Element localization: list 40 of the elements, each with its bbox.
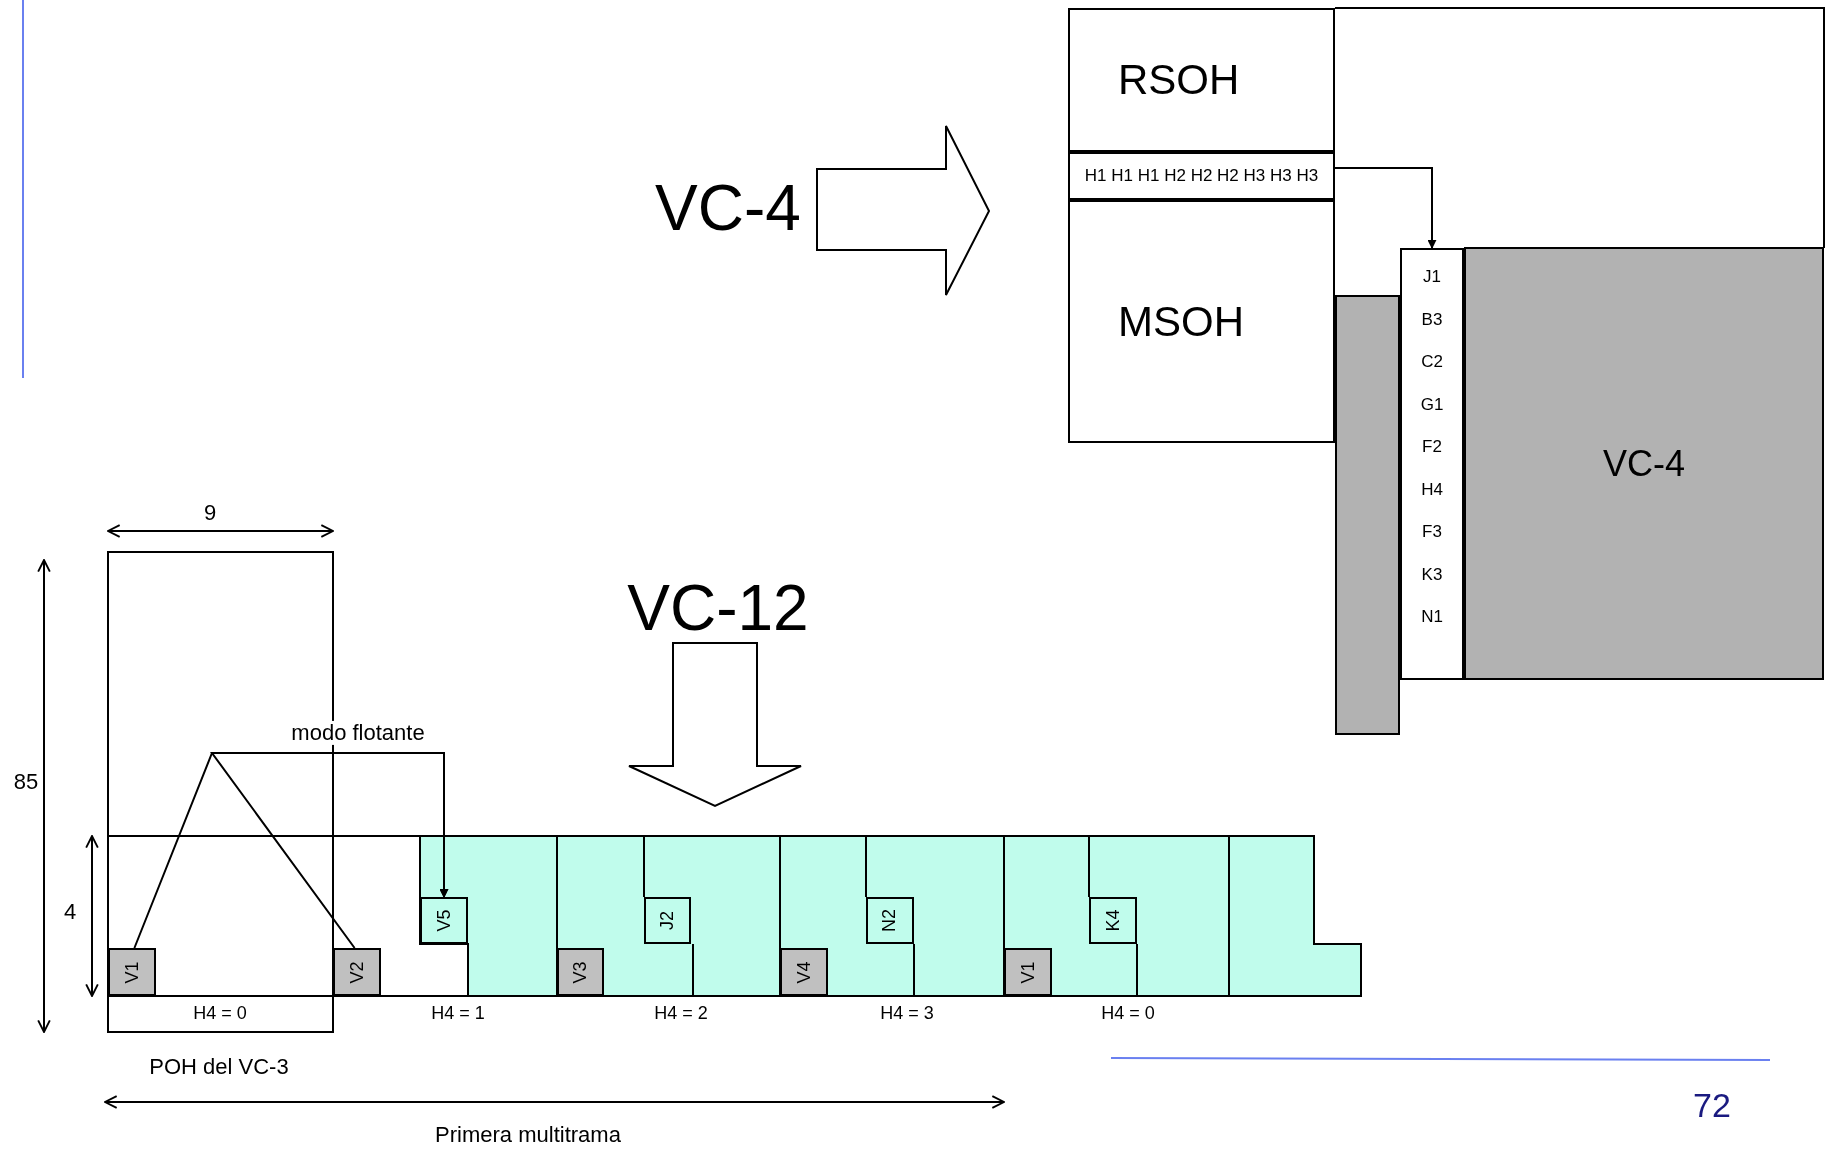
overhead-byte-label: J1 [1423,266,1441,288]
h4-value-label: H4 = 0 [193,1004,247,1024]
overhead-byte-cell: V2 [333,948,381,996]
overhead-byte-cell: V1 [1004,948,1052,996]
overhead-byte-label: N1 [1421,606,1443,628]
arrow [1334,167,1437,249]
arrow [210,752,449,949]
dimension-label: 9 [203,500,217,526]
overhead-byte-label: C2 [1421,351,1443,373]
dimension-label: 85 [13,769,39,795]
overhead-byte-label: F2 [1422,436,1442,458]
payload-strip [1335,295,1400,735]
h4-value-label: H4 = 1 [431,1004,485,1024]
overhead-byte-cell: V3 [557,948,604,996]
overhead-byte-cell: V5 [420,897,468,944]
dimension-label: Primera multitrama [435,1122,621,1148]
overhead-byte-cell: J2 [644,897,691,944]
overhead-byte-cell: V4 [780,948,828,996]
overhead-byte-label: G1 [1420,393,1444,416]
overhead-byte-label: H4 [1421,478,1443,501]
h4-value-label: H4 = 2 [654,1004,708,1024]
h4-value-label: H4 = 0 [1101,1004,1155,1024]
pointer-row: H1 H1 H1 H2 H2 H2 H3 H3 H3 [1068,152,1335,200]
overhead-byte-label: F3 [1422,521,1442,543]
h4-value-label: H4 = 3 [880,1004,934,1024]
section-heading: VC-4 [655,172,801,244]
overhead-byte-cell: V1 [108,948,156,996]
edge-label: modo flotante [289,720,427,746]
overhead-box: MSOH [1068,200,1335,443]
payload-box: VC-4 [1464,247,1824,680]
caption-label: POH del VC-3 [149,1054,289,1080]
path-overhead-column [1400,248,1464,680]
section-heading: VC-12 [627,572,809,644]
overhead-box: RSOH [1068,8,1335,152]
overhead-byte-cell: K4 [1089,897,1137,944]
overhead-byte-label: B3 [1421,308,1443,331]
overhead-byte-label: K3 [1421,563,1443,586]
dimension-label: 4 [63,899,77,925]
page-number: 72 [1693,1087,1731,1125]
overhead-byte-cell: N2 [866,897,914,944]
